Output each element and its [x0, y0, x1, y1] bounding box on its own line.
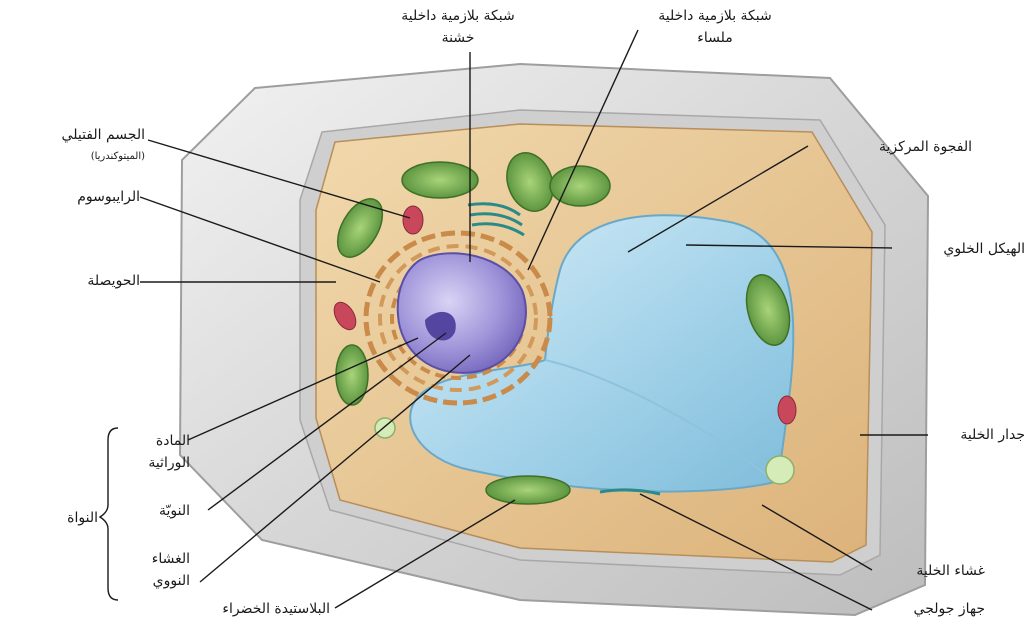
label-ribosome: الرايبوسوم	[5, 186, 140, 208]
vesicle	[766, 456, 794, 484]
chloroplast	[486, 476, 570, 504]
label-chloroplast: البلاستيدة الخضراء	[180, 598, 330, 620]
label-cytoskeleton: الهيكل الخلوي	[895, 238, 1025, 260]
label-vesicle: الحويصلة	[5, 270, 140, 292]
label-nuclear-envelope: الغشاء النووي	[120, 548, 190, 592]
label-cell-wall: جدار الخلية	[930, 424, 1025, 446]
label-cell-membrane: غشاء الخلية	[875, 560, 985, 582]
label-central-vacuole: الفجوة المركزية	[812, 136, 972, 158]
label-mitochondrion: الجسم الفتيلي (الميتوكندريا)	[5, 124, 145, 168]
chloroplast	[550, 166, 610, 206]
label-nucleus: النواة	[28, 507, 98, 529]
label-smooth-er: شبكة بلازمية داخلية ملساء	[620, 5, 810, 49]
label-nucleolus: النويّة	[120, 500, 190, 522]
nucleus-brace	[100, 428, 118, 600]
label-rough-er: شبكة بلازمية داخلية خشنة	[368, 5, 548, 49]
label-golgi: جهاز جولجي	[875, 598, 985, 620]
chloroplast	[402, 162, 478, 198]
label-chromatin: المادة الوراثية	[120, 430, 190, 474]
chloroplast	[336, 345, 368, 405]
mitochondrion	[403, 206, 423, 234]
mitochondrion	[778, 396, 796, 424]
